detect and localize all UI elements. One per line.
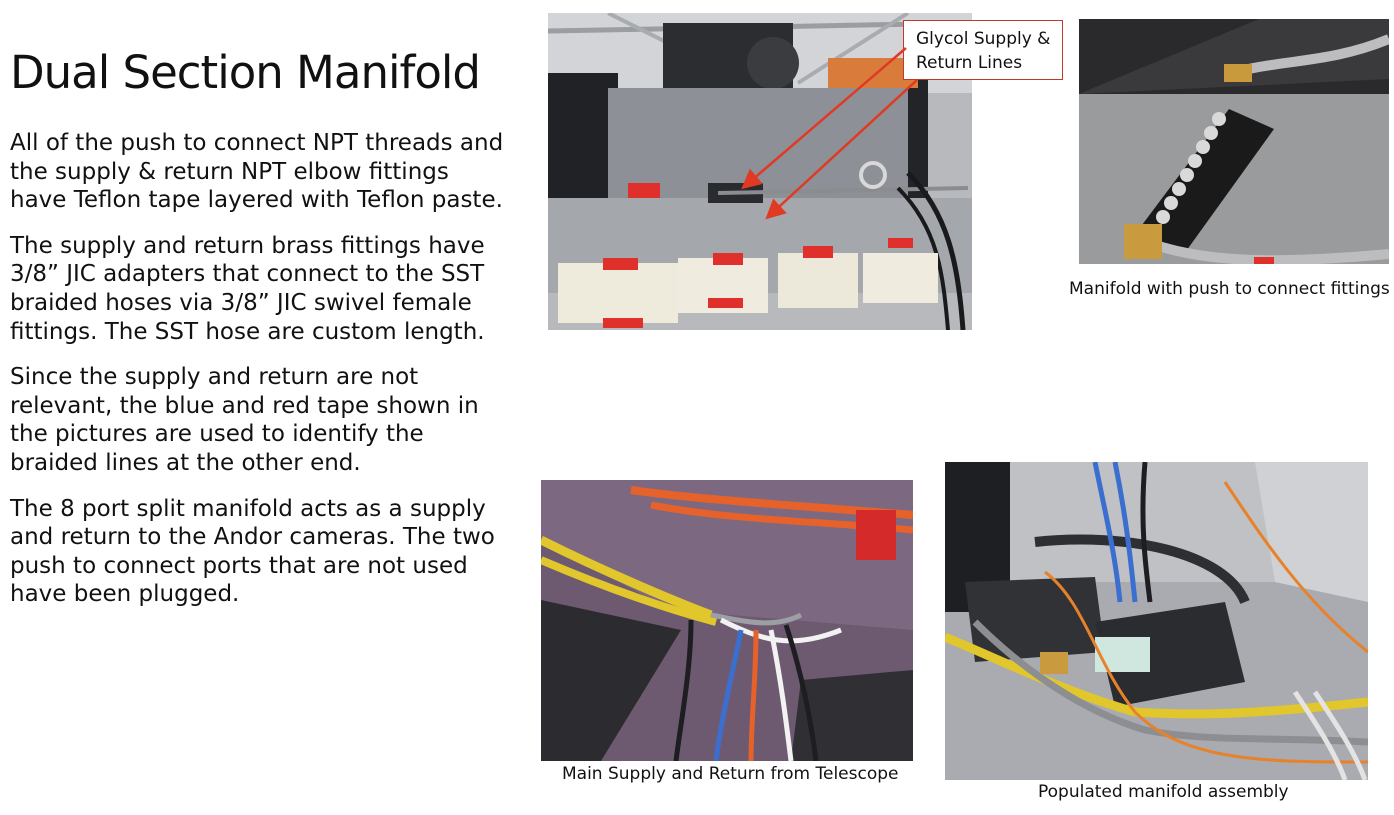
caption-main-supply-return: Main Supply and Return from Telescope — [562, 764, 899, 784]
paragraph-teflon: All of the push to connect NPT threads a… — [10, 130, 504, 214]
photo-populated-manifold — [945, 462, 1368, 780]
callout-line-1: Glycol Supply & — [916, 29, 1051, 49]
slide-title: Dual Section Manifold — [10, 46, 481, 99]
photo-manifold-fittings-image — [1079, 19, 1389, 264]
caption-populated-manifold: Populated manifold assembly — [1038, 782, 1289, 802]
caption-manifold-fittings: Manifold with push to connect fittings — [1069, 279, 1390, 299]
paragraph-jic-fittings: The supply and return brass fittings hav… — [10, 232, 485, 345]
photo-populated-manifold-image — [945, 462, 1368, 780]
callout-glycol-lines: Glycol Supply & Return Lines — [903, 20, 1063, 80]
body-text: All of the push to connect NPT threads a… — [10, 129, 510, 626]
callout-line-2: Return Lines — [916, 53, 1023, 73]
photo-main-supply-return-image — [541, 480, 913, 761]
paragraph-tape-colors: Since the supply and return are not rele… — [10, 364, 479, 476]
photo-manifold-fittings — [1079, 19, 1389, 264]
photo-main-supply-return — [541, 480, 913, 761]
paragraph-manifold-ports: The 8 port split manifold acts as a supp… — [10, 495, 495, 608]
